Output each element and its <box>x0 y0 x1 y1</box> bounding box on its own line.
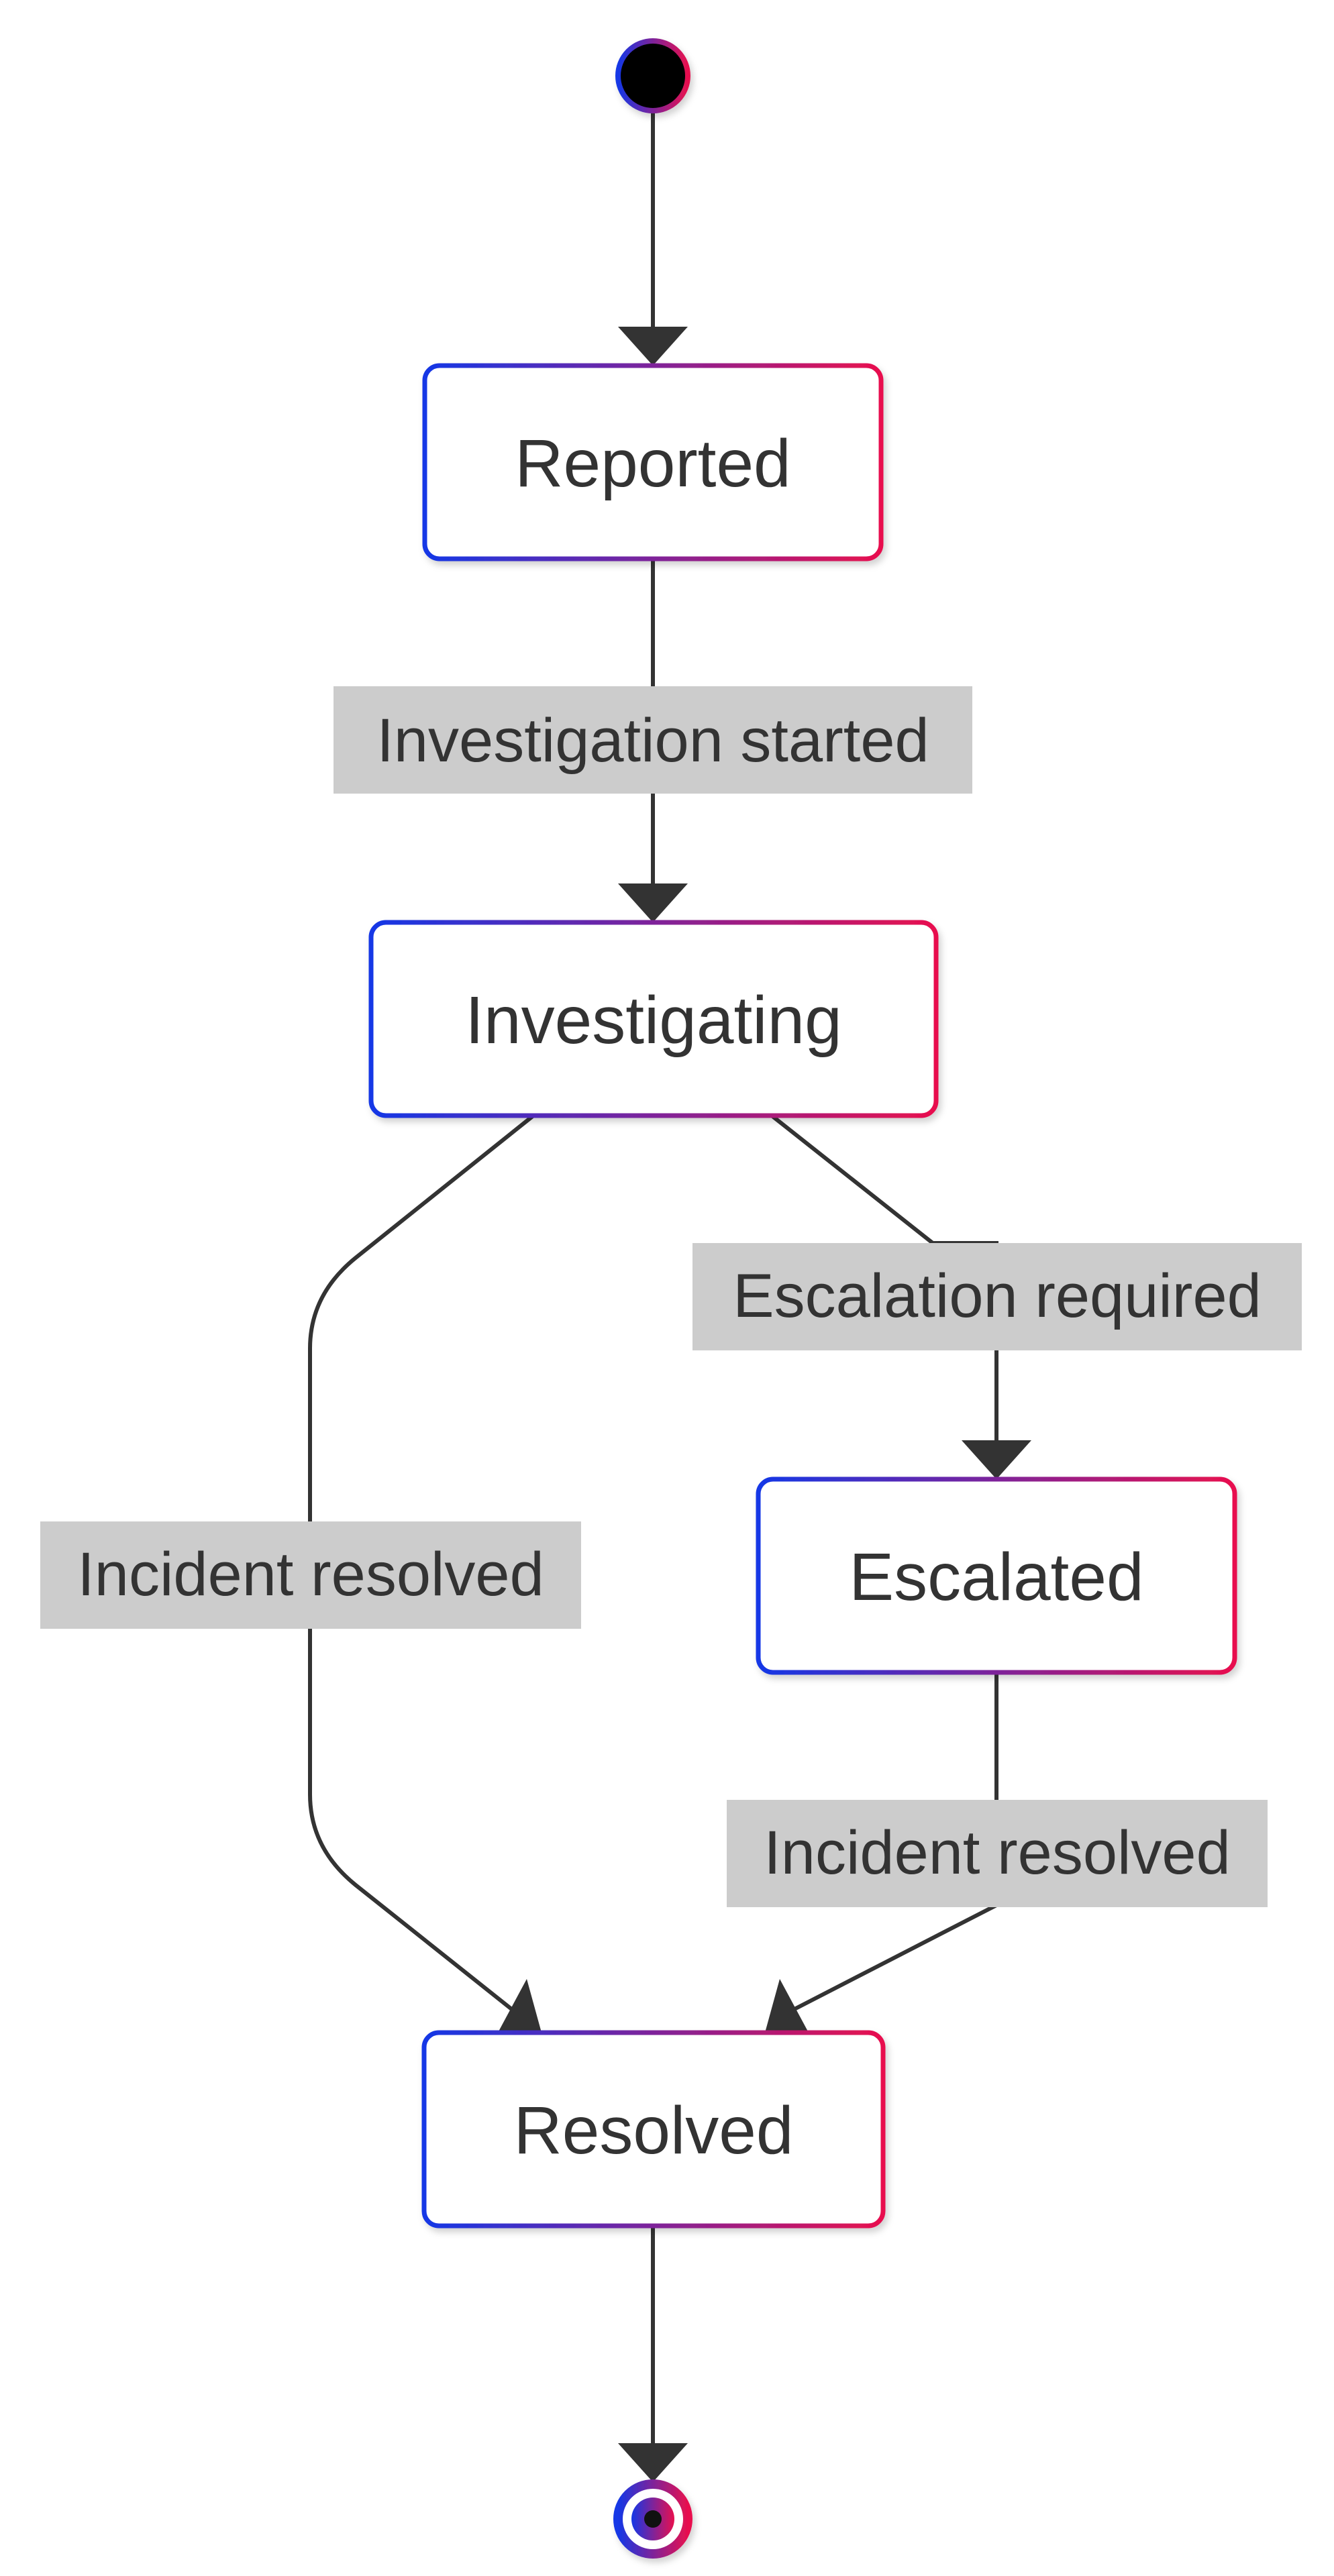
arrowhead-icon <box>962 1440 1031 1479</box>
edge-label-incident-resolved-escalated: Incident resolved <box>727 1800 1268 1907</box>
transition-resolved-to-end <box>618 2225 688 2482</box>
edge-label-investigation-started: Investigation started <box>334 686 972 794</box>
edge-label-text: Incident resolved <box>77 1540 544 1609</box>
edge-label-incident-resolved-direct: Incident resolved <box>40 1521 581 1629</box>
state-label: Escalated <box>849 1540 1143 1615</box>
final-state-dot-icon <box>644 2510 662 2528</box>
arrowhead-icon <box>618 883 688 922</box>
arrowhead-icon <box>618 327 688 366</box>
initial-state-icon <box>615 38 690 113</box>
state-resolved[interactable]: Resolved <box>421 2030 886 2229</box>
edge-label-escalation-required: Escalation required <box>692 1243 1302 1350</box>
state-label: Resolved <box>514 2093 794 2168</box>
arrowhead-icon <box>498 1979 542 2033</box>
initial-state <box>615 38 690 113</box>
edge-label-text: Investigation started <box>376 706 929 775</box>
state-label: Investigating <box>465 983 841 1058</box>
edge-label-text: Incident resolved <box>764 1819 1231 1887</box>
edge-label-text: Escalation required <box>733 1262 1262 1330</box>
final-state <box>613 2479 692 2559</box>
state-investigating[interactable]: Investigating <box>368 920 939 1118</box>
arrowhead-icon <box>618 2443 688 2482</box>
state-label: Reported <box>515 426 790 501</box>
state-reported[interactable]: Reported <box>422 363 884 561</box>
state-escalated[interactable]: Escalated <box>756 1477 1237 1675</box>
transition-start-to-reported <box>618 111 688 366</box>
arrowhead-icon <box>765 1979 809 2033</box>
